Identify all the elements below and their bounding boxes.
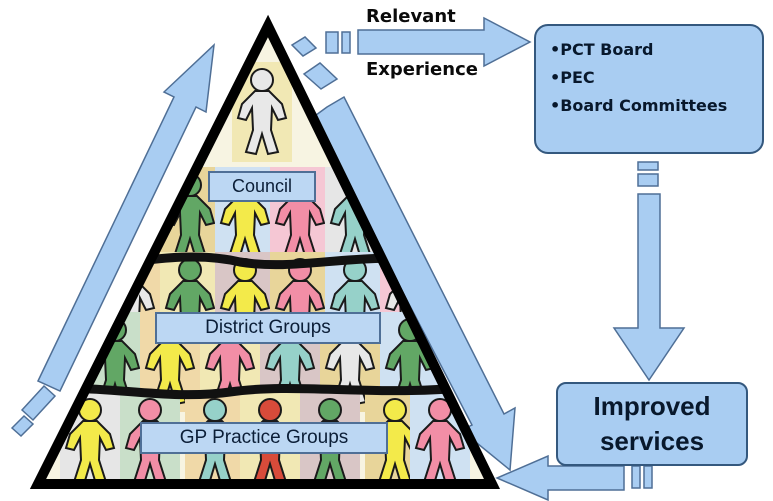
improved-services-box: Improved services	[556, 382, 748, 466]
tier-label-district-groups: District Groups	[155, 312, 381, 344]
outcome-line-1: Improved	[593, 391, 711, 421]
pyramid-outline	[29, 14, 501, 489]
governance-item: •Board Committees	[550, 96, 728, 115]
down-arrow	[612, 161, 686, 382]
governance-item: •PEC	[550, 68, 595, 87]
relevant-label: Relevant	[366, 6, 456, 27]
top-arrow	[325, 16, 532, 68]
tier-label-gp-practice-groups: GP Practice Groups	[140, 422, 388, 454]
outcome-line-2: services	[599, 426, 705, 456]
experience-label: Experience	[366, 59, 478, 80]
tier-label-council: Council	[208, 171, 316, 202]
return-arrow	[495, 454, 653, 501]
upward-flow-arrow	[10, 43, 215, 438]
governance-item: •PCT Board	[550, 40, 654, 59]
governance-box: •PCT Board •PEC •Board Committees	[534, 24, 764, 154]
